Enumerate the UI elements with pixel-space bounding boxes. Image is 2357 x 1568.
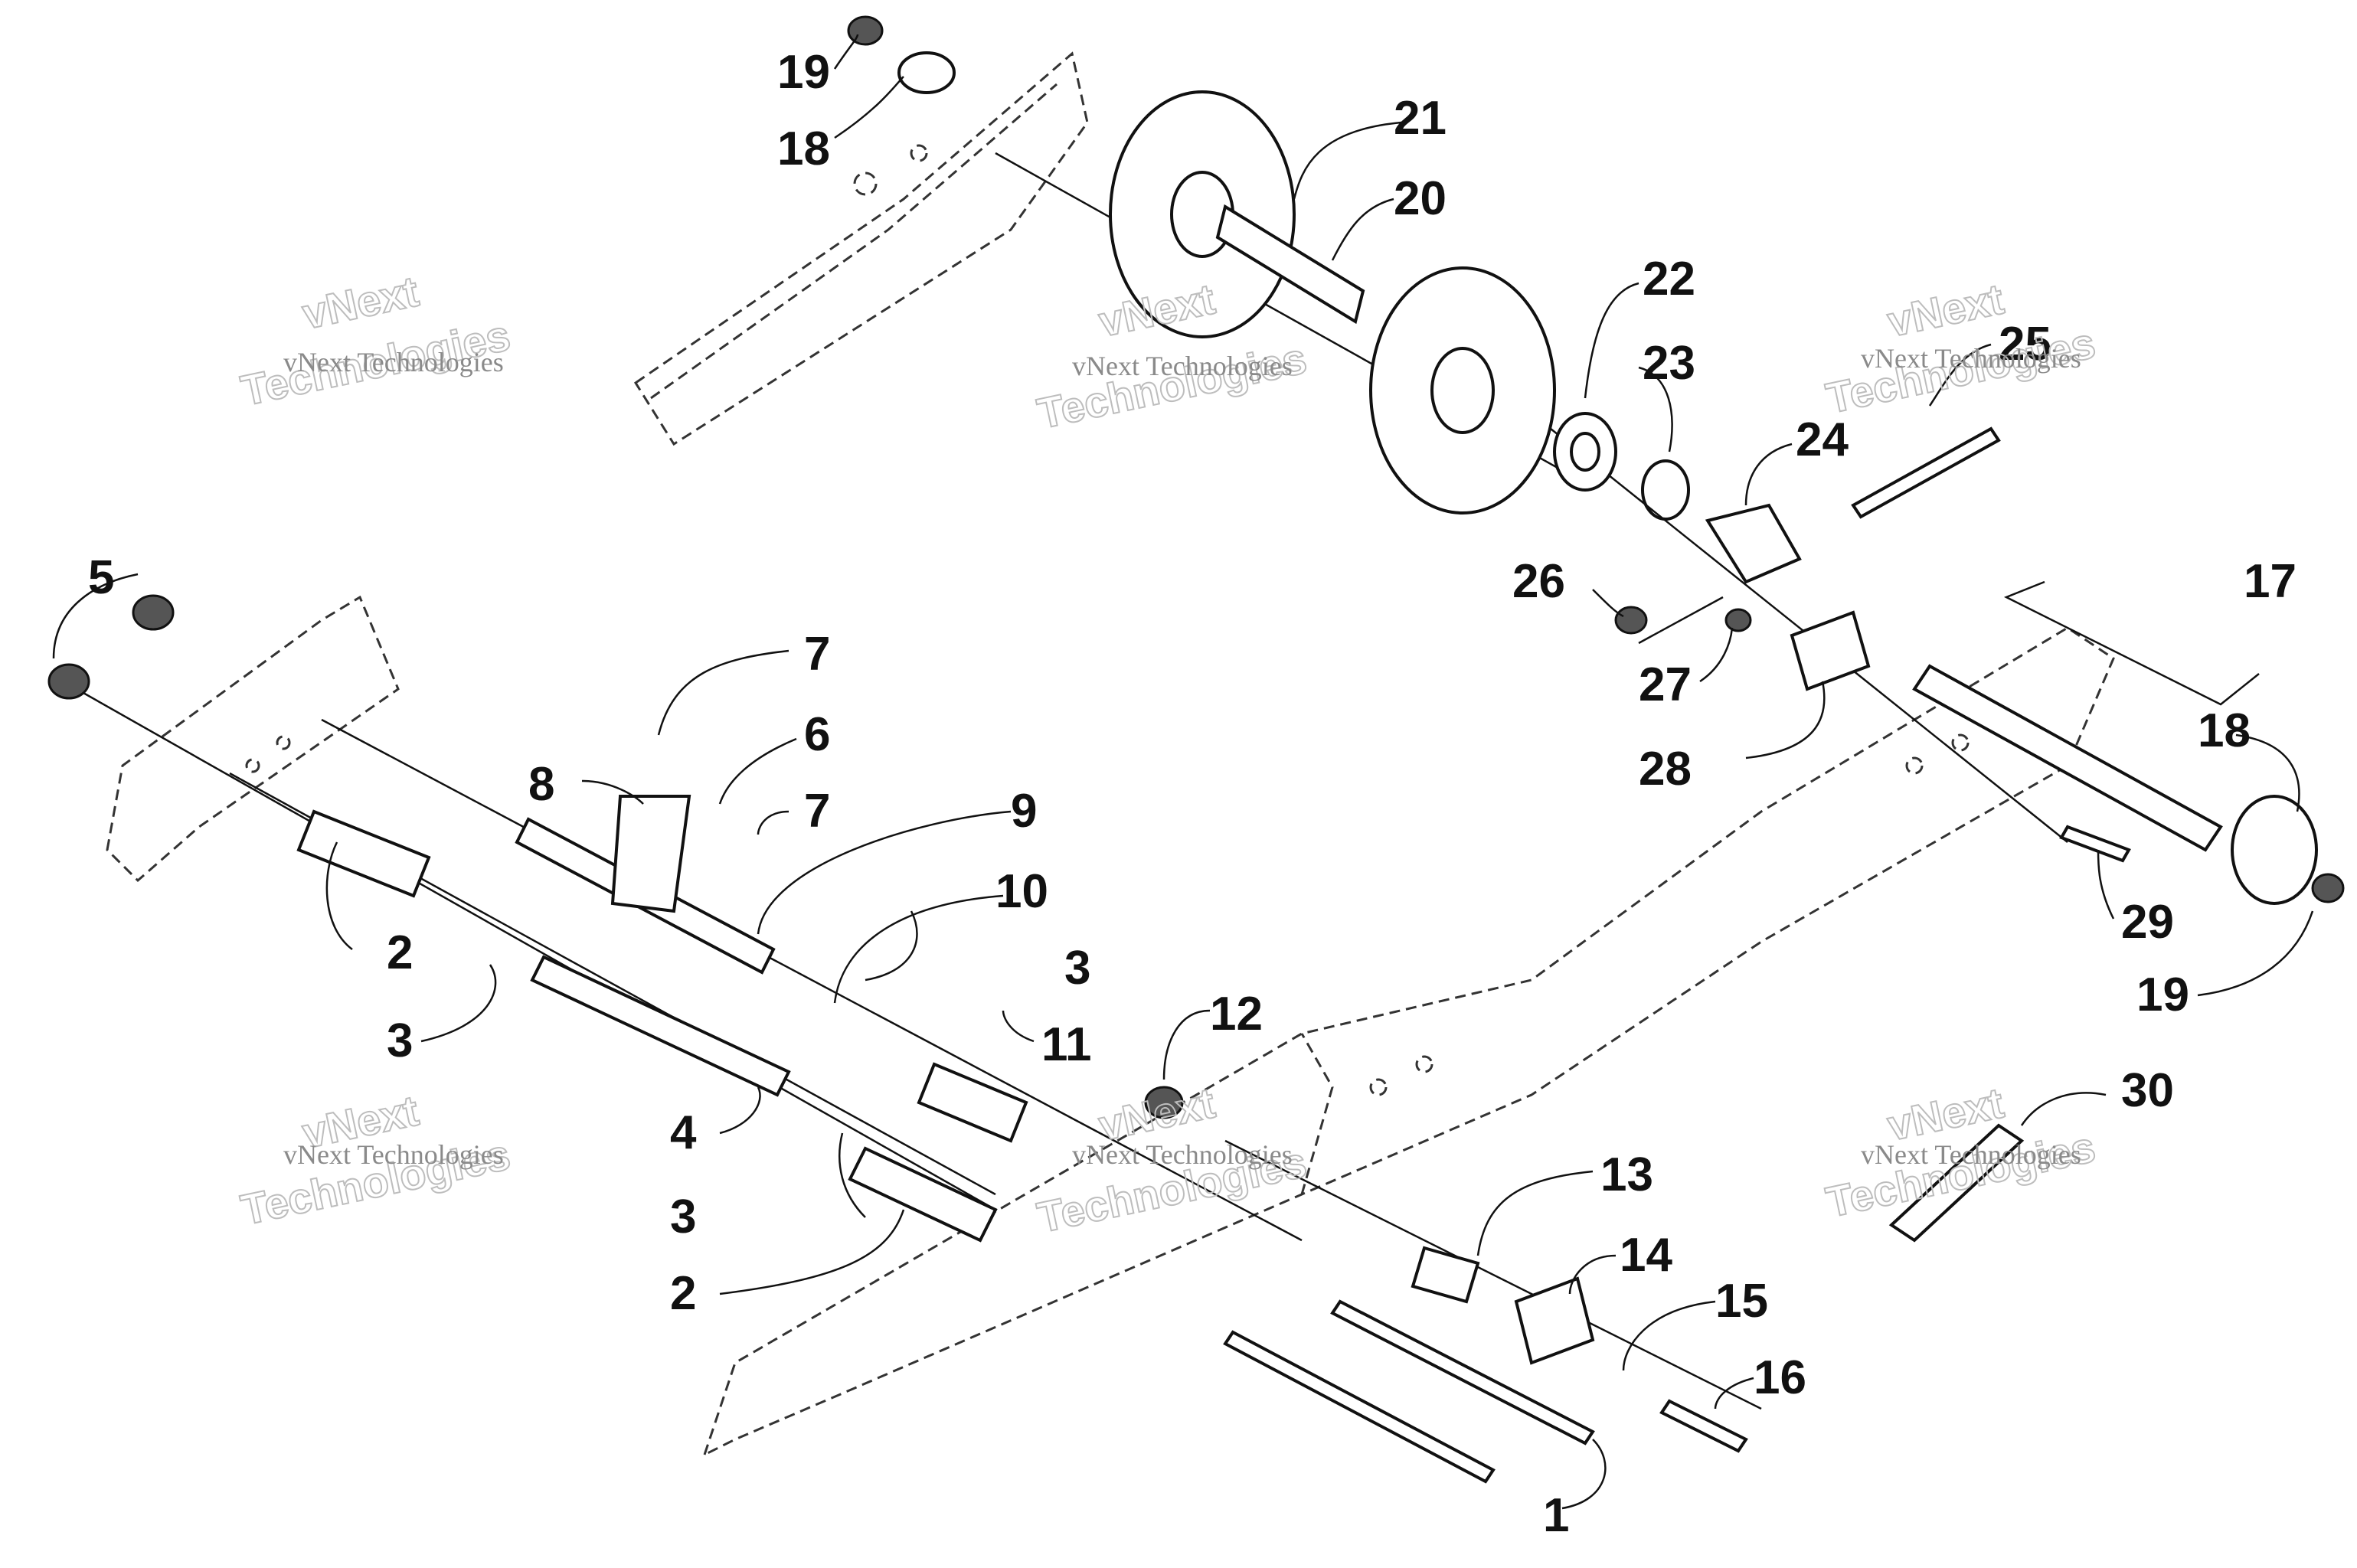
callout-16: 16	[1754, 1351, 1806, 1404]
short-bolt	[1659, 1399, 1748, 1453]
callout-3-lower: 3	[670, 1191, 696, 1243]
svg-text:Technologies: Technologies	[1822, 1122, 2099, 1227]
callout-4: 4	[670, 1106, 697, 1159]
callout-2-left: 2	[387, 926, 413, 979]
clamp-block	[1514, 1276, 1595, 1365]
callout-26: 26	[1512, 555, 1565, 608]
callout-21: 21	[1394, 92, 1447, 145]
callout-7-side: 7	[804, 785, 830, 838]
nut-26	[1614, 606, 1648, 635]
svg-text:vNext: vNext	[1883, 274, 2007, 345]
callout-18-right: 18	[2198, 704, 2251, 757]
spacer-sleeve-left	[296, 809, 431, 898]
callout-labels: 1 2 2 3 3 3 4 5 6 7 7 8 9 10 11 12 13 14…	[88, 46, 2297, 1542]
callout-3-center: 3	[1064, 942, 1090, 995]
leader-lines	[52, 34, 2314, 1510]
axle-cap	[1705, 503, 1802, 584]
nut-27	[1724, 608, 1752, 632]
callout-28: 28	[1639, 743, 1692, 795]
rear-wheel-hub	[2231, 795, 2318, 905]
callout-25: 25	[1999, 318, 2051, 371]
callout-3-left: 3	[387, 1014, 413, 1067]
callout-5: 5	[88, 551, 114, 604]
idler-shaft	[1215, 204, 1365, 325]
callout-2-lower: 2	[670, 1267, 696, 1320]
wear-sleeve	[917, 1062, 1028, 1143]
callout-19-top: 19	[777, 46, 830, 99]
callout-18-top: 18	[777, 122, 830, 175]
callout-15: 15	[1715, 1275, 1768, 1328]
watermark-top-right: vNext Technologies vNext Technologies	[1821, 273, 2100, 423]
callout-12: 12	[1210, 988, 1263, 1040]
svg-text:vNext Technologies: vNext Technologies	[1072, 351, 1293, 381]
cap-19-top	[847, 15, 884, 46]
upper-rail-frame	[633, 51, 1089, 446]
pivot-arm	[610, 795, 691, 913]
rear-bolt	[2059, 825, 2131, 863]
watermark-bottom-center: vNext Technologies vNext Technologies	[1032, 1077, 1311, 1242]
callout-11: 11	[1041, 1018, 1092, 1071]
washer-18-top	[897, 51, 956, 94]
svg-text:vNext: vNext	[298, 266, 422, 338]
bumper-left-a	[132, 594, 175, 631]
callout-27: 27	[1639, 658, 1692, 711]
callout-29: 29	[2121, 896, 2174, 949]
watermark-bottom-right: vNext Technologies vNext Technologies	[1821, 1077, 2100, 1227]
svg-text:vNext Technologies: vNext Technologies	[283, 347, 504, 377]
callout-10: 10	[995, 865, 1048, 918]
long-bolt-1	[1223, 1330, 1496, 1484]
slide-block	[1790, 610, 1871, 691]
adjuster-bolt	[1851, 426, 2001, 519]
cap-19-right	[2311, 873, 2345, 903]
callout-20: 20	[1394, 172, 1447, 225]
svg-text:vNext Technologies: vNext Technologies	[283, 1139, 504, 1170]
callout-8: 8	[528, 758, 554, 811]
right-rail-frame	[702, 626, 2115, 1457]
callout-19-right: 19	[2136, 969, 2189, 1021]
left-rail-frame	[106, 595, 400, 883]
idler-wheel-outer	[1109, 90, 1296, 338]
idler-wheel-inner	[1369, 266, 1556, 514]
rear-axle	[1912, 664, 2223, 852]
callout-13: 13	[1600, 1148, 1653, 1201]
spacer-sleeve-center	[848, 1146, 998, 1243]
callout-17: 17	[2244, 555, 2297, 608]
callout-30: 30	[2121, 1064, 2174, 1117]
callout-1: 1	[1543, 1489, 1569, 1542]
bushing	[1411, 1246, 1480, 1304]
retaining-ring	[1641, 459, 1690, 521]
cross-shaft-lower	[530, 955, 791, 1097]
nut-12	[1144, 1086, 1184, 1119]
hitch-clip	[1888, 1123, 2025, 1243]
long-bolt-2	[1330, 1299, 1595, 1446]
watermark-bottom-left: vNext Technologies vNext Technologies	[236, 1085, 515, 1234]
bearing	[1553, 412, 1617, 492]
callout-14: 14	[1620, 1229, 1672, 1282]
bumper-left-b	[47, 663, 90, 700]
svg-text:vNext Technologies: vNext Technologies	[1861, 1139, 2081, 1170]
svg-text:vNext Technologies: vNext Technologies	[1072, 1139, 1293, 1170]
callout-24: 24	[1796, 413, 1849, 466]
watermark-top-left: vNext Technologies vNext Technologies	[236, 266, 515, 415]
callout-22: 22	[1643, 253, 1695, 305]
callout-6: 6	[804, 708, 830, 761]
svg-text:vNext Technologies: vNext Technologies	[1861, 343, 2081, 374]
callout-23: 23	[1643, 337, 1695, 390]
callout-7-top: 7	[804, 628, 830, 681]
callout-9: 9	[1011, 785, 1037, 838]
svg-text:Technologies: Technologies	[1033, 334, 1310, 438]
